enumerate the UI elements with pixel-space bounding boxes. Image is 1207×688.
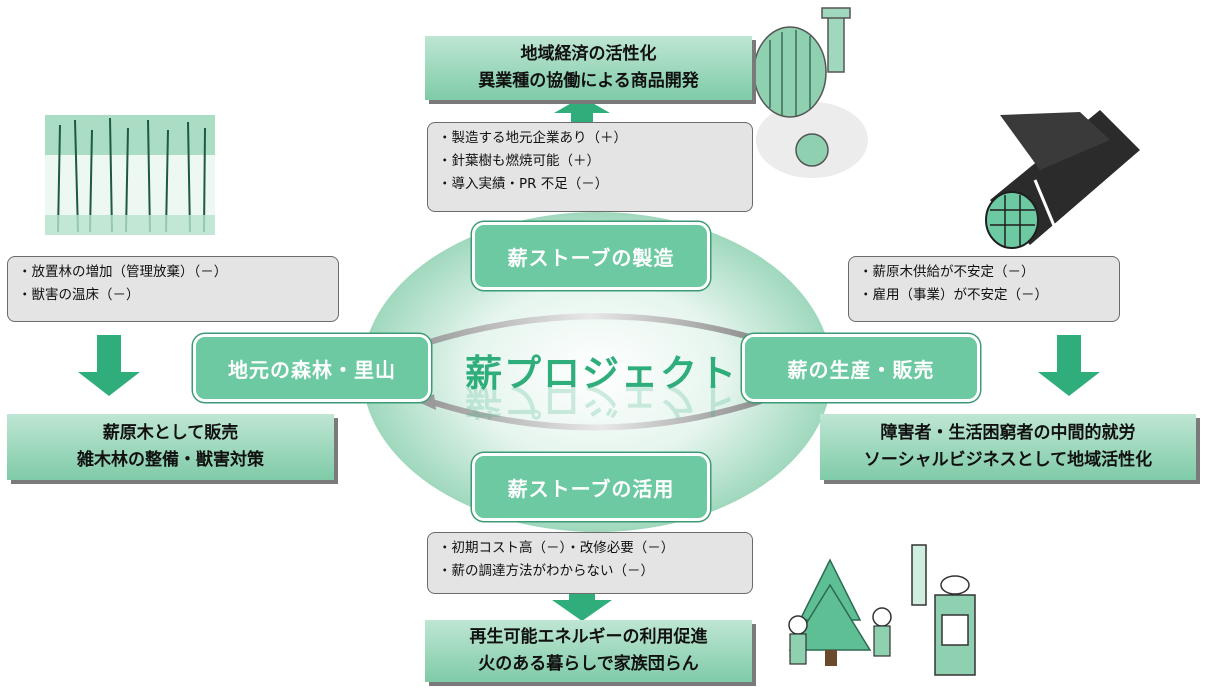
project-title: 薪プロジェクト [465,352,738,395]
left-note-2: ・獣害の温床（－） [18,287,140,303]
node-stove-manufacturing: 薪ストーブの製造 [472,222,710,290]
bottom-outcome-line-1: 再生可能エネルギーの利用促進 [469,627,708,647]
top-outcome-box: 地域経済の活性化 異業種の協働による商品開発 [425,36,752,100]
left-outcome-line-2: 雑木林の整備・獣害対策 [77,450,264,470]
family-stove-illustration [788,544,976,676]
bottom-outcome-line-2: 火のある暮らしで家族団らん [478,654,699,674]
wood-stove-illustration [753,7,868,178]
top-outcome-line-1: 地域経済の活性化 [520,44,657,64]
top-note-2: ・針葉樹も燃焼可能（＋） [438,153,600,169]
left-note-1: ・放置林の増加（管理放棄）（－） [18,264,228,280]
left-outcome-line-1: 薪原木として販売 [102,423,239,443]
right-outcome-line-2: ソーシャルビジネスとして地域活性化 [863,450,1153,470]
top-up-arrow [554,97,610,122]
project-title-reflection: 薪プロジェクト [465,379,738,422]
top-note-1: ・製造する地元企業あり（＋） [438,130,627,146]
right-notes-box: ・薪原木供給が不安定（－） ・雇用（事業）が不安定（－） [848,256,1120,322]
bottom-notes-box: ・初期コスト高（－）・改修必要（－） ・薪の調達方法がわからない（－） [427,532,753,594]
bottom-outcome-box: 再生可能エネルギーの利用促進 火のある暮らしで家族団らん [425,620,752,682]
bottom-note-1: ・初期コスト高（－）・改修必要（－） [438,540,675,556]
top-note-3: ・導入実績・PR 不足（－） [438,176,609,192]
bottom-down-arrow [552,592,612,621]
right-outcome-box: 障害者・生活困窮者の中間的就労 ソーシャルビジネスとして地域活性化 [820,414,1196,480]
node-local-forest: 地元の森林・里山 [193,334,431,402]
bottom-note-2: ・薪の調達方法がわからない（－） [438,563,654,579]
right-down-arrow [1038,335,1100,396]
right-note-2: ・雇用（事業）が不安定（－） [859,287,1048,303]
right-outcome-line-1: 障害者・生活困窮者の中間的就労 [880,423,1136,443]
right-note-1: ・薪原木供給が不安定（－） [859,264,1035,280]
top-notes-box: ・製造する地元企業あり（＋） ・針葉樹も燃焼可能（＋） ・導入実績・PR 不足（… [427,122,753,212]
firewood-bundle-illustration [985,110,1140,249]
left-outcome-box: 薪原木として販売 雑木林の整備・獣害対策 [7,414,334,480]
cycle-arrow-bottom [431,395,771,431]
node-stove-usage: 薪ストーブの活用 [472,453,710,521]
node-firewood-sales: 薪の生産・販売 [742,334,980,402]
cycle-arrow-top [419,313,761,348]
forest-illustration [45,115,215,235]
left-down-arrow [78,335,140,396]
center-ellipse [362,212,832,532]
left-notes-box: ・放置林の増加（管理放棄）（－） ・獣害の温床（－） [7,256,339,322]
top-outcome-line-2: 異業種の協働による商品開発 [478,71,699,91]
